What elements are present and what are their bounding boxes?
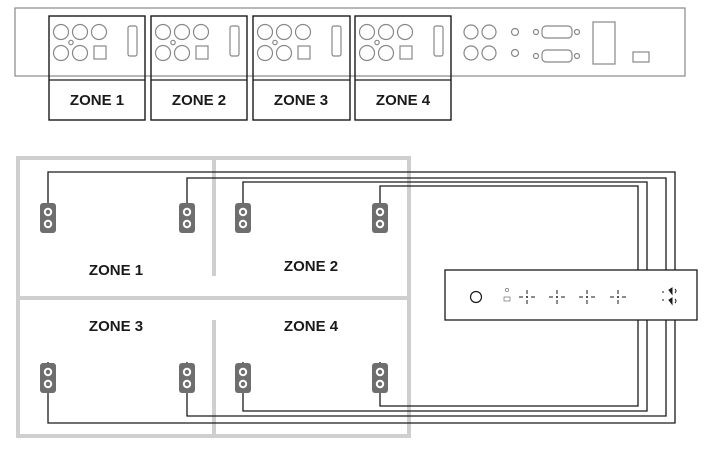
rack-zone-labels: ZONE 1 ZONE 2 ZONE 3 ZONE 4 [70, 92, 431, 109]
rack-zone-4-label: ZONE 4 [376, 92, 431, 109]
zone-3-right-speaker-icon [179, 363, 195, 393]
power-button-icon [469, 290, 483, 304]
zone-3-volume-control-icon [579, 290, 595, 304]
room-zone-3-label: ZONE 3 [89, 318, 143, 335]
rack-zone-3-module [252, 15, 351, 121]
zone-volume-controls [519, 290, 626, 304]
panel-extra-connectors [463, 21, 650, 65]
volume-rocker-icon [662, 287, 677, 306]
zone-3-left-speaker-icon [40, 363, 56, 393]
room-labels: ZONE 1 ZONE 2 ZONE 3 ZONE 4 [89, 258, 339, 335]
speaker-wiring [47, 171, 676, 424]
room-zone-1-label: ZONE 1 [89, 262, 143, 279]
rack-zone-modules [48, 15, 452, 121]
zone-4-left-speaker-icon [235, 363, 251, 393]
room-walls [16, 156, 411, 438]
rack-zone-4-connectors [358, 23, 444, 62]
rack-zone-2-module [150, 15, 248, 121]
zone-2-left-speaker-icon [235, 203, 251, 233]
wall-controller [444, 269, 698, 321]
rack-zone-3-label: ZONE 3 [274, 92, 328, 109]
zone-1-left-speaker-icon [40, 203, 56, 233]
zone-4-right-speaker-icon [372, 363, 388, 393]
zone-4-volume-control-icon [610, 290, 626, 304]
room-zone-4-label: ZONE 4 [284, 318, 339, 335]
zone-1-volume-control-icon [519, 290, 535, 304]
zone-2-volume-control-icon [549, 290, 565, 304]
rack-zone-2-connectors [154, 23, 240, 62]
room-zone-2-label: ZONE 2 [284, 258, 338, 275]
rack-zone-1-connectors [52, 23, 138, 62]
rack-zone-4-module [354, 15, 452, 121]
rack-connectors [52, 23, 444, 62]
zone-1-right-speaker-icon [179, 203, 195, 233]
rack-zone-3-connectors [256, 23, 342, 62]
zone-2-right-speaker-icon [372, 203, 388, 233]
rack-zone-1-label: ZONE 1 [70, 92, 124, 109]
speakers [40, 203, 388, 393]
rack-zone-1-module [48, 15, 146, 121]
rack-zone-2-label: ZONE 2 [172, 92, 226, 109]
